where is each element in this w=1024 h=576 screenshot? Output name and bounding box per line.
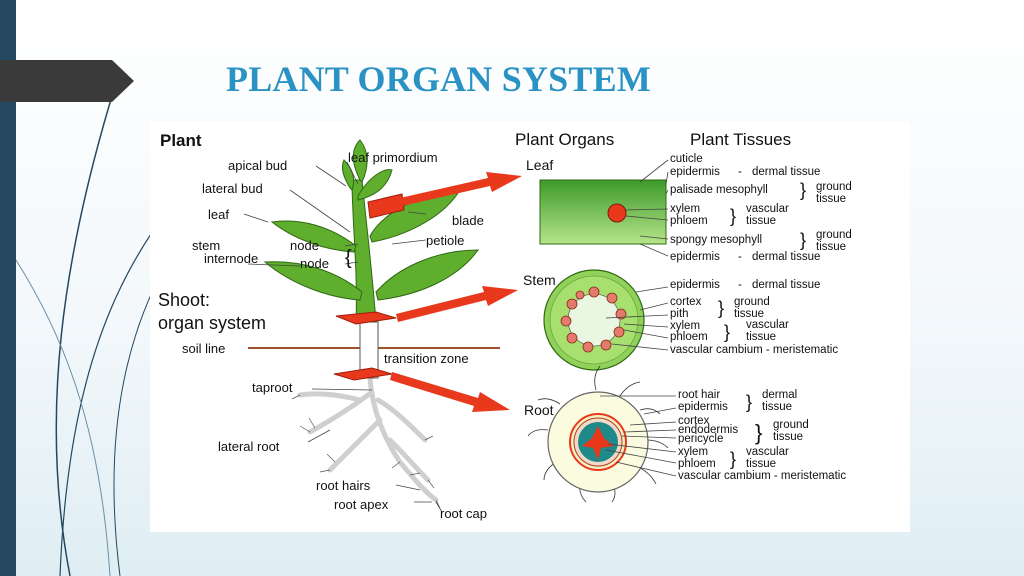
organ-arrows bbox=[390, 172, 522, 412]
label-blade: blade bbox=[452, 213, 484, 228]
root-cross-hairs bbox=[527, 365, 669, 503]
stem-epidermis-type: dermal tissue bbox=[752, 279, 820, 291]
label-taproot: taproot bbox=[252, 380, 293, 395]
root-endodermis: endodermis bbox=[678, 424, 738, 436]
leaf-spongy: spongy mesophyll bbox=[670, 234, 762, 246]
leaf-epidermis-bottom: epidermis bbox=[670, 251, 720, 263]
label-node-1: node bbox=[290, 238, 319, 253]
label-transition-zone: transition zone bbox=[384, 351, 469, 366]
stem-vascular: vascular bbox=[746, 319, 789, 331]
leaf-cuticle: cuticle bbox=[670, 153, 703, 165]
label-organ-system: organ system bbox=[158, 313, 266, 333]
label-shoot: Shoot: bbox=[158, 290, 210, 310]
label-lateral-bud: lateral bud bbox=[202, 181, 263, 196]
brace: } bbox=[746, 392, 752, 412]
leaf-phloem: phloem bbox=[670, 215, 708, 227]
organ-root-label: Root bbox=[524, 402, 554, 418]
label-internode: internode bbox=[204, 251, 258, 266]
root-cambium: vascular cambium - meristematic bbox=[678, 470, 846, 482]
label-stem: stem bbox=[192, 238, 220, 253]
leaf-ground-1: ground bbox=[816, 181, 852, 193]
label-node-2: node bbox=[300, 256, 329, 271]
root-epidermis: epidermis bbox=[678, 401, 728, 413]
root-dermal: dermal bbox=[762, 389, 797, 401]
left-accent-stripe bbox=[0, 0, 16, 576]
root-ground: ground bbox=[773, 419, 809, 431]
leaves bbox=[263, 139, 479, 301]
stem-tissue-1: tissue bbox=[734, 308, 764, 320]
leaf-epidermis-top: epidermis bbox=[670, 166, 720, 178]
stem-leader-lines bbox=[605, 286, 669, 351]
leaf-tissue-3: tissue bbox=[816, 241, 846, 253]
stem-ground: ground bbox=[734, 296, 770, 308]
stem-epidermis: epidermis bbox=[670, 279, 720, 291]
organ-leaf-label: Leaf bbox=[526, 157, 553, 173]
stem-tissue-2: tissue bbox=[746, 331, 776, 343]
root-pericycle: pericycle bbox=[678, 433, 723, 445]
leaf-vascular: vascular bbox=[746, 203, 789, 215]
root-xylem: xylem bbox=[678, 446, 708, 458]
brace: } bbox=[800, 230, 806, 250]
label-root-cap: root cap bbox=[440, 506, 487, 521]
label-root-apex: root apex bbox=[334, 497, 389, 512]
stem-cambium: vascular cambium - meristematic bbox=[670, 344, 838, 356]
stem-phloem: phloem bbox=[670, 331, 708, 343]
leaf-leader-lines bbox=[625, 159, 669, 257]
plant-organ-diagram: Plant apical bud leaf primordium lateral… bbox=[150, 122, 910, 532]
stem-vascular-bundles bbox=[560, 286, 627, 353]
stem-pith: pith bbox=[670, 308, 689, 320]
brace: } bbox=[800, 180, 806, 200]
plant-illustration bbox=[243, 139, 522, 513]
root-vascular: vascular bbox=[746, 446, 789, 458]
label-leaf-primordium: leaf primordium bbox=[348, 150, 438, 165]
leaf-palisade: palisade mesophyll bbox=[670, 184, 768, 196]
plant-leader-lines bbox=[243, 161, 443, 513]
label-soil-line: soil line bbox=[182, 341, 225, 356]
root-leader-lines bbox=[600, 395, 677, 477]
root-cross-section bbox=[527, 365, 669, 503]
leaf-ground-2: ground bbox=[816, 229, 852, 241]
page-title: PLANT ORGAN SYSTEM bbox=[226, 59, 652, 99]
leaf-vein-bundle bbox=[607, 203, 627, 223]
root-hair-lines bbox=[291, 394, 441, 509]
tissues-header: Plant Tissues bbox=[690, 130, 791, 149]
root-tissue-2: tissue bbox=[773, 431, 803, 443]
leaf-xylem: xylem bbox=[670, 203, 700, 215]
diagram-canvas: Plant apical bud leaf primordium lateral… bbox=[158, 130, 852, 521]
node-brace: { bbox=[345, 247, 352, 269]
root-cortex: cortex bbox=[678, 415, 710, 427]
label-apical-bud: apical bud bbox=[228, 158, 287, 173]
root-xylem-star bbox=[582, 426, 614, 460]
label-leaf: leaf bbox=[208, 207, 229, 222]
root-tissue-1: tissue bbox=[762, 401, 792, 413]
leaf-cross-section bbox=[539, 179, 667, 245]
organs-header: Plant Organs bbox=[515, 130, 614, 149]
stem-cross-section bbox=[543, 269, 645, 371]
brace: } bbox=[730, 206, 736, 226]
root-tissue-3: tissue bbox=[746, 458, 776, 470]
brace: } bbox=[730, 449, 736, 469]
stem-xylem: xylem bbox=[670, 320, 700, 332]
brace: } bbox=[718, 298, 724, 318]
dash: - bbox=[738, 251, 742, 263]
brace: } bbox=[755, 420, 762, 445]
root-hair-label: root hair bbox=[678, 389, 720, 401]
root-phloem: phloem bbox=[678, 458, 716, 470]
organ-stem-label: Stem bbox=[523, 272, 556, 288]
dash: - bbox=[738, 279, 742, 291]
section-markers bbox=[333, 193, 405, 381]
leaf-tissue-1: tissue bbox=[816, 193, 846, 205]
dash: - bbox=[738, 166, 742, 178]
label-petiole: petiole bbox=[426, 233, 464, 248]
leaf-epidermis-top-type: dermal tissue bbox=[752, 166, 820, 178]
brace: } bbox=[724, 322, 730, 342]
root-system bbox=[297, 375, 439, 503]
title-tab-marker bbox=[0, 60, 134, 102]
stem-cortex: cortex bbox=[670, 296, 702, 308]
leaf-tissue-2: tissue bbox=[746, 215, 776, 227]
plant-header: Plant bbox=[160, 131, 202, 150]
leaf-epidermis-bottom-type: dermal tissue bbox=[752, 251, 820, 263]
label-root-hairs: root hairs bbox=[316, 478, 371, 493]
label-lateral-root: lateral root bbox=[218, 439, 280, 454]
